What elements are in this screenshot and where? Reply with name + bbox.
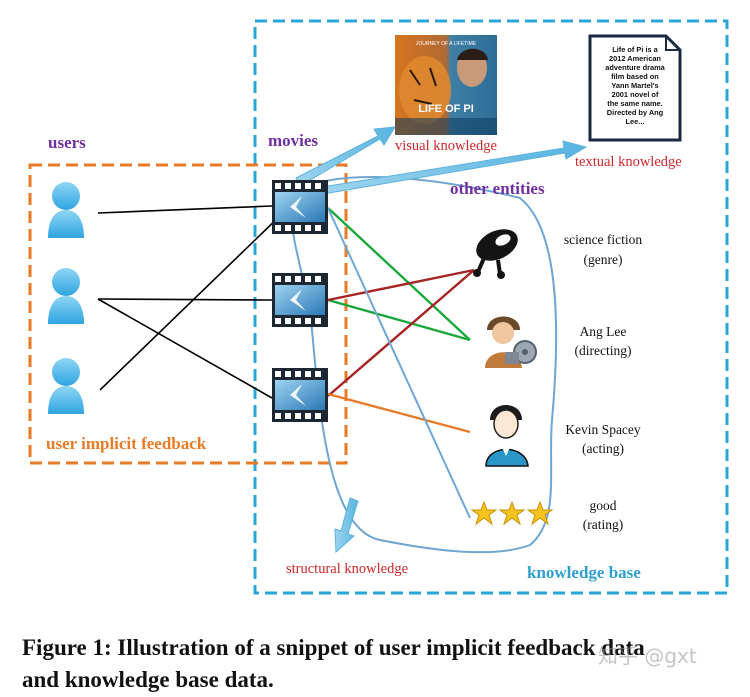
textual-knowledge-label: textual knowledge xyxy=(575,154,682,170)
other-entities-region xyxy=(290,176,558,554)
movie-film-icon-3 xyxy=(272,368,328,422)
movie-poster-image: LIFE OF PI JOURNEY OF A LIFETIME xyxy=(395,35,497,135)
structural-knowledge-label: structural knowledge xyxy=(286,561,408,577)
entity-relation: (acting) xyxy=(582,441,624,456)
visual-knowledge-arrow xyxy=(295,126,396,187)
caption-line-1: Figure 1: Illustration of a snippet of u… xyxy=(22,635,645,660)
user-icon-1 xyxy=(48,182,84,238)
movie-film-icon-1 xyxy=(272,180,328,234)
document-line: Directed by Ang xyxy=(607,108,664,117)
entity-name: Kevin Spacey xyxy=(565,422,641,437)
entity-relation: (genre) xyxy=(584,252,623,267)
movie-film-icon-2 xyxy=(272,273,328,327)
poster-tagline: JOURNEY OF A LIFETIME xyxy=(416,41,477,47)
poster-title: LIFE OF PI xyxy=(418,103,474,115)
document-line: film based on xyxy=(611,72,659,81)
visual-knowledge-label: visual knowledge xyxy=(395,138,497,154)
document-text: Life of Pi is a 2012 American adventure … xyxy=(605,45,665,126)
document-line: Life of Pi is a xyxy=(612,45,658,54)
movie-entity-edges xyxy=(327,207,475,519)
entity-name: Ang Lee xyxy=(580,324,627,339)
entity-relation: (rating) xyxy=(583,517,623,532)
user-icon-2 xyxy=(48,268,84,324)
director-icon xyxy=(485,316,537,368)
document-line: adventure drama xyxy=(605,63,665,72)
actor-icon xyxy=(485,405,529,467)
document-line: Yann Martel's xyxy=(611,81,658,90)
textual-knowledge-arrow xyxy=(321,140,588,195)
user-movie-edges xyxy=(97,205,285,399)
user-icon-3 xyxy=(48,358,84,414)
spaceship-icon xyxy=(473,229,518,279)
user-implicit-feedback-label: user implicit feedback xyxy=(46,434,207,453)
document-line: Lee... xyxy=(626,117,645,126)
users-label: users xyxy=(48,133,86,152)
entity-relation: (directing) xyxy=(575,343,632,358)
knowledge-base-box xyxy=(253,19,729,595)
document-line: the same name. xyxy=(607,99,662,108)
watermark: 知乎 @gxt xyxy=(598,644,697,668)
entity-name: good xyxy=(590,498,617,513)
caption-line-2: and knowledge base data. xyxy=(22,667,274,692)
rating-stars-icon xyxy=(470,500,554,526)
entity-name: science fiction xyxy=(564,232,643,247)
document-line: 2001 novel of xyxy=(612,90,659,99)
knowledge-base-label: knowledge base xyxy=(527,563,641,582)
structural-knowledge-arrow xyxy=(334,497,359,554)
document-line: 2012 American xyxy=(609,54,661,63)
other-entities-label: other entities xyxy=(450,179,545,198)
document-icon xyxy=(588,34,682,142)
movies-label: movies xyxy=(268,131,318,150)
figure-caption: Figure 1: Illustration of a snippet of u… xyxy=(22,632,742,696)
